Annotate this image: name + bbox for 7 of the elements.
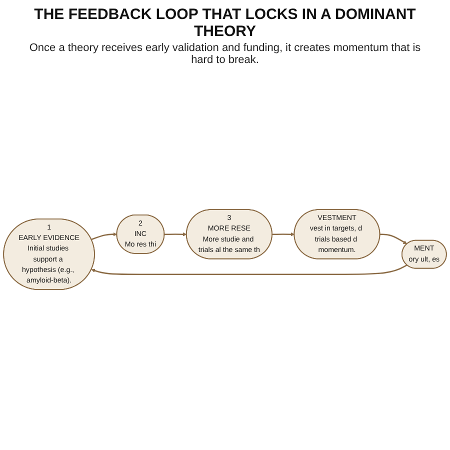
caption: Once a theory receives early validation and funding, it creates momentum that is hard to break.	[28, 42, 422, 66]
arrow	[164, 232, 187, 237]
title: THE FEEDBACK LOOP THAT LOCKS IN A DOMINANT THEORY	[33, 6, 417, 40]
arrow	[91, 264, 408, 276]
arrow	[272, 232, 295, 237]
arrow	[91, 232, 118, 241]
arrow	[380, 234, 408, 245]
